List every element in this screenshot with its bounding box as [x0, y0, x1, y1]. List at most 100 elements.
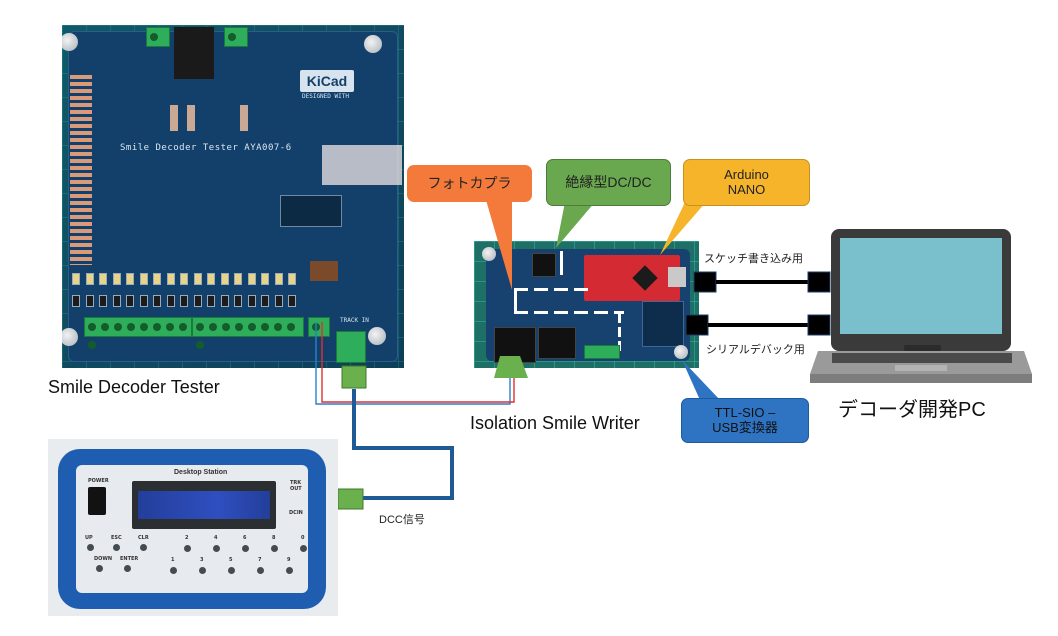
isolated-dcdc-callout-text: 絶縁型DC/DC	[565, 174, 652, 190]
motor-track-light-header	[280, 195, 342, 227]
dcc-signal-label: DCC信号	[379, 514, 425, 526]
resistor	[207, 295, 215, 307]
highlight-dash	[560, 251, 563, 275]
led	[207, 273, 215, 285]
led	[166, 273, 175, 285]
led	[126, 273, 134, 285]
led	[274, 273, 283, 285]
resistor	[247, 295, 256, 307]
switch-sw2	[240, 105, 248, 131]
clr-button[interactable]	[140, 544, 147, 551]
led	[85, 273, 94, 285]
lcd-display	[132, 481, 276, 529]
led	[234, 273, 242, 285]
up-button[interactable]	[87, 544, 94, 551]
number-key-label: 3	[200, 557, 204, 563]
output-connector	[538, 327, 576, 359]
resistor	[153, 295, 161, 307]
trk-out-label: TRK OUT	[290, 480, 302, 492]
arduino-callout-line2: NANO	[727, 181, 766, 197]
ttl-callout-line2: USB変換器	[712, 419, 778, 435]
highlight-dash	[618, 313, 621, 355]
desktop-station-photo: Desktop Station POWER TRK OUT DCIN UP ES…	[48, 439, 338, 616]
screw-icon	[368, 327, 386, 345]
enter-button[interactable]	[124, 565, 131, 572]
led	[99, 273, 107, 285]
number-key-label: 9	[287, 557, 291, 563]
laptop-icon	[810, 229, 1032, 383]
led	[153, 273, 161, 285]
resistor	[261, 295, 269, 307]
esc-button[interactable]	[113, 544, 120, 551]
photocoupler-callout: フォトカプラ	[407, 165, 532, 202]
isolated-dcdc-callout: 絶縁型DC/DC	[546, 159, 671, 206]
led	[180, 273, 188, 285]
function-output-terminal-block	[84, 317, 192, 349]
arduino-callout-line1: Arduino	[724, 166, 769, 182]
resistor	[234, 295, 242, 307]
led	[139, 273, 148, 285]
arduino-nano-callout: Arduino NANO	[683, 159, 810, 206]
usb-plug-writer-bottom	[685, 314, 709, 336]
led	[220, 273, 229, 285]
power-label: POWER	[88, 478, 109, 484]
down-button[interactable]	[96, 565, 103, 572]
number-key-5[interactable]	[228, 567, 235, 574]
resistor	[274, 295, 283, 307]
station-trk-out-connector	[337, 488, 364, 510]
ttl-usb-converter-callout: TTL-SIO – USB変換器	[681, 398, 809, 443]
smile-writer-caption: Isolation Smile Writer	[470, 413, 640, 433]
switch-sw3	[170, 105, 178, 131]
switch-sw4	[187, 105, 195, 131]
highlight-dash	[514, 311, 624, 314]
number-key-label: 5	[229, 557, 233, 563]
screw-icon	[62, 33, 78, 51]
station-faceplate: Desktop Station POWER TRK OUT DCIN UP ES…	[76, 465, 308, 593]
motor-terminal	[224, 27, 248, 47]
serial-debug-label: シリアルデバック用	[706, 344, 805, 356]
number-key-9[interactable]	[286, 567, 293, 574]
led	[72, 273, 80, 285]
number-key-4[interactable]	[213, 545, 220, 552]
station-brand: Desktop Station	[174, 469, 228, 476]
power-switch[interactable]	[88, 487, 106, 515]
dcin-label: DCIN	[289, 510, 303, 516]
power-terminal	[584, 345, 620, 359]
clr-label: CLR	[138, 535, 149, 541]
track-wire-blue	[315, 322, 511, 405]
station-case: Desktop Station POWER TRK OUT DCIN UP ES…	[58, 449, 326, 609]
screw-icon	[674, 345, 688, 359]
number-key-label: 1	[171, 557, 175, 563]
ttl-callout-tail	[682, 360, 720, 400]
esc-label: ESC	[111, 535, 122, 541]
number-key-2[interactable]	[184, 545, 191, 552]
screw-icon	[482, 247, 496, 261]
number-key-7[interactable]	[257, 567, 264, 574]
resistor	[85, 295, 94, 307]
number-key-0[interactable]	[300, 545, 307, 552]
photocoupler-callout-text: フォトカプラ	[427, 175, 512, 191]
up-label: UP	[85, 535, 93, 541]
number-key-8[interactable]	[271, 545, 278, 552]
resistor	[72, 295, 80, 307]
usb-plug-pc-bottom	[807, 314, 831, 336]
usb-plug-writer-top	[693, 271, 717, 293]
number-key-3[interactable]	[199, 567, 206, 574]
number-key-label: 2	[185, 535, 189, 541]
resistor	[220, 295, 229, 307]
screw-icon	[62, 328, 78, 346]
writer-track-connector	[494, 356, 528, 378]
resistor	[288, 295, 296, 307]
ttl-usb-converter	[642, 301, 684, 347]
number-key-1[interactable]	[170, 567, 177, 574]
usb-plug-pc-top	[807, 271, 831, 293]
enter-label: ENTER	[120, 556, 139, 562]
arduino-nano-module	[584, 255, 686, 301]
kicad-sub-label: DESIGNED WITH	[302, 93, 349, 100]
led-row	[72, 273, 302, 285]
number-key-6[interactable]	[242, 545, 249, 552]
led	[193, 273, 202, 285]
number-key-label: 6	[243, 535, 247, 541]
resistor	[99, 295, 107, 307]
